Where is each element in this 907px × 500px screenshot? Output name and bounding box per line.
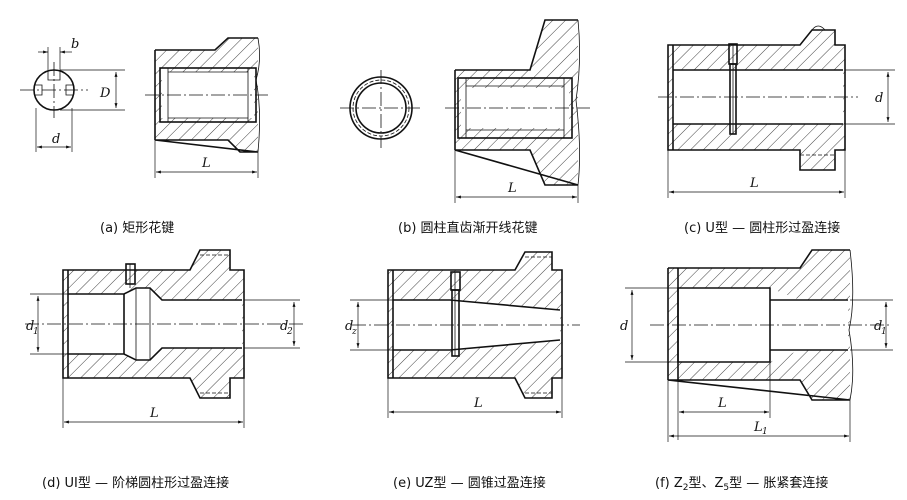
caption-e: (e) UZ型 — 圆锥过盈连接 (393, 475, 546, 491)
caption-c: (c) U型 — 圆柱形过盈连接 (684, 220, 840, 236)
caption-a: (a) 矩形花键 (100, 220, 174, 236)
spline-hub-section: L (145, 37, 268, 178)
label-d1-f: d (874, 319, 882, 334)
svg-text:1: 1 (762, 427, 768, 437)
svg-text:z: z (351, 327, 357, 337)
label-L-e: L (473, 396, 483, 411)
label-L-f: L (717, 396, 727, 411)
figure-b-involute-spline: L (b) 圆柱直齿渐开线花键 (340, 19, 590, 236)
figure-a-rectangular-spline: b D d L (a) 矩形花键 (20, 37, 268, 236)
caption-b: (b) 圆柱直齿渐开线花键 (398, 220, 538, 236)
figure-d-ui-type: d 1 d 2 L (d) UI型 — 阶梯圆柱形过盈连接 (25, 249, 305, 491)
ui-type-hub-section: d 1 d 2 L (25, 249, 305, 428)
svg-text:1: 1 (33, 327, 39, 337)
label-d-c: d (875, 91, 883, 106)
figure-f-z-type: d d 1 L L 1 (f) Z2型、Z5型 — 胀紧套连接 (620, 249, 893, 493)
svg-text:2: 2 (286, 327, 293, 337)
uz-type-hub-section: d z L (345, 251, 580, 418)
label-D: D (99, 86, 111, 101)
label-d2-d: d (280, 319, 288, 334)
svg-text:1: 1 (881, 327, 887, 337)
label-dz-e: d (345, 319, 353, 334)
u-type-hub-section: d L (658, 25, 895, 198)
label-d1-d: d (26, 319, 34, 334)
label-L-a: L (201, 156, 211, 171)
label-d: d (52, 132, 60, 147)
involute-hub-section: L (445, 19, 590, 203)
label-L-d: L (149, 406, 159, 421)
caption-f: (f) Z2型、Z5型 — 胀紧套连接 (655, 475, 828, 493)
figure-e-uz-type: d z L (e) UZ型 — 圆锥过盈连接 (345, 251, 580, 491)
label-b: b (71, 37, 79, 52)
label-d-f: d (620, 319, 628, 334)
label-L-c: L (749, 176, 759, 191)
label-L1-f: L (753, 420, 763, 435)
label-L-b: L (507, 181, 517, 196)
z-type-hub-section: d d 1 L L 1 (620, 249, 893, 442)
involute-cross-section (340, 70, 422, 148)
caption-d: (d) UI型 — 阶梯圆柱形过盈连接 (42, 475, 229, 491)
spline-cross-section: b D d (20, 37, 125, 152)
figure-c-u-type: d L (c) U型 — 圆柱形过盈连接 (658, 25, 895, 236)
